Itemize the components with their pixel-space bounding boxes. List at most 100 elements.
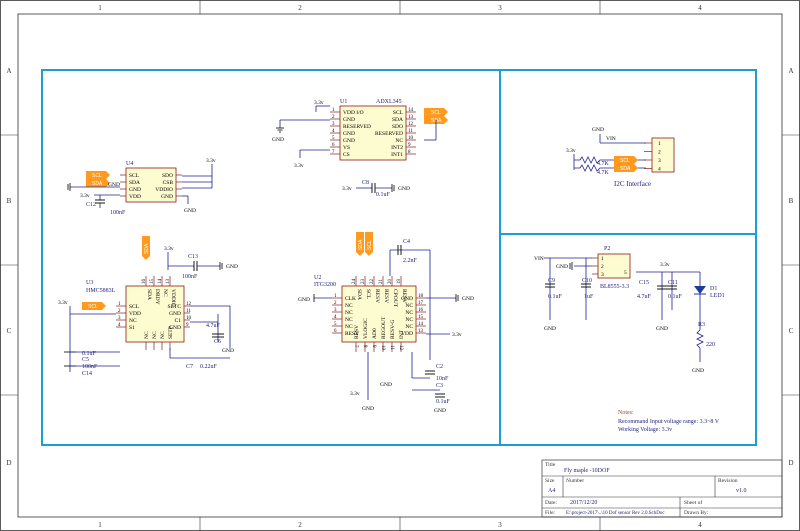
svg-text:SCL: SCL	[129, 304, 140, 310]
svg-text:15: 15	[418, 315, 424, 320]
svg-text:C9: C9	[548, 278, 555, 284]
svg-text:3.3v: 3.3v	[350, 391, 360, 397]
svg-text:3.3v: 3.3v	[660, 262, 670, 268]
pin-scl: SCL	[120, 173, 140, 179]
u3-scl-tag	[82, 302, 106, 310]
svg-text:0.1uF: 0.1uF	[668, 294, 683, 300]
svg-text:NC: NC	[395, 138, 403, 144]
p2-pin-3: 3	[592, 272, 604, 278]
pin-cs: CS7	[330, 150, 350, 158]
pin-vdd: VDD 2	[116, 309, 141, 317]
p2-regulator: P2 BL8555-3.3 123 5	[592, 246, 631, 290]
svg-text:VIN: VIN	[606, 136, 616, 142]
svg-text:RESV: RESV	[345, 331, 359, 337]
u1-scl-tag	[424, 108, 448, 116]
svg-text:3.3v: 3.3v	[452, 332, 462, 338]
pin-gnd: GND	[161, 194, 182, 200]
svg-text:Size: Size	[545, 478, 555, 484]
svg-text:SETC: SETC	[168, 304, 182, 310]
svg-text:VDD: VDD	[129, 311, 141, 317]
svg-text:2.2nF: 2.2nF	[403, 258, 418, 264]
svg-text:v1.0: v1.0	[736, 488, 747, 494]
svg-text:6: 6	[334, 329, 337, 334]
svg-text:C14: C14	[82, 371, 92, 377]
svg-text:RESV: RESV	[374, 289, 380, 303]
svg-text:4.7K: 4.7K	[597, 161, 610, 167]
svg-text:Notes:: Notes:	[618, 410, 634, 416]
svg-text:RESV: RESV	[401, 289, 407, 303]
svg-text:C8: C8	[362, 180, 369, 186]
svg-text:RESV-G: RESV-G	[390, 320, 396, 339]
svg-text:SCL: SCL	[393, 110, 404, 116]
svg-text:C5: C5	[82, 357, 89, 363]
svg-text:SDA: SDA	[358, 239, 364, 250]
svg-text:File:: File:	[545, 510, 556, 516]
pin-vdd-i-o: VDD I/O1	[330, 108, 364, 116]
svg-text:GND: GND	[161, 194, 173, 200]
svg-text:NC: NC	[345, 303, 353, 309]
svg-text:100nF: 100nF	[182, 274, 198, 280]
svg-text:NC: NC	[405, 310, 413, 316]
svg-text:RESERVED: RESERVED	[375, 131, 403, 137]
svg-text:C2: C2	[436, 364, 443, 370]
svg-text:SDO: SDO	[392, 124, 403, 130]
svg-text:GND: GND	[108, 182, 120, 188]
svg-text:SCL: SCL	[92, 173, 102, 179]
svg-text:SDO: SDO	[162, 173, 173, 179]
svg-text:11: 11	[186, 309, 191, 314]
svg-text:14: 14	[418, 322, 424, 327]
svg-text:2: 2	[334, 301, 337, 306]
u1-adxl345: U1 ADXL345 VDD I/O1GND2RESERVED3GND4GND5…	[330, 99, 416, 161]
pin-csb: CSB	[163, 180, 182, 186]
svg-text:GND: GND	[226, 264, 238, 270]
svg-text:VDD I/O: VDD I/O	[343, 110, 364, 116]
svg-text:SCL: SCL	[431, 110, 441, 116]
svg-text:NC: NC	[152, 331, 158, 339]
svg-text:17: 17	[418, 301, 424, 306]
svg-text:22: 22	[370, 279, 375, 285]
svg-text:13: 13	[418, 329, 424, 334]
pin-nc: NC	[152, 331, 158, 350]
svg-text:2: 2	[118, 309, 121, 314]
svg-text:GND: GND	[398, 186, 410, 192]
svg-text:NC: NC	[162, 289, 168, 297]
svg-text:RESV: RESV	[354, 325, 360, 339]
svg-text:CLK: CLK	[345, 296, 356, 302]
svg-text:10nF: 10nF	[436, 376, 449, 382]
svg-text:8: 8	[362, 345, 367, 348]
svg-text:GND: GND	[362, 406, 374, 412]
pin-resv: RESV 6	[332, 329, 359, 337]
svg-text:3.3v: 3.3v	[342, 186, 352, 192]
svg-text:GND: GND	[380, 382, 392, 388]
d1-led: D1 LED1 R3 220 GND	[692, 272, 725, 374]
svg-text:16: 16	[142, 279, 147, 285]
pin-nc: NC3	[332, 308, 353, 316]
svg-text:I2C Interface: I2C Interface	[614, 180, 651, 188]
svg-text:E:\project-2017\..\10 Dof sens: E:\project-2017\..\10 Dof sensor Rev 2.0…	[566, 511, 665, 516]
svg-text:10: 10	[380, 345, 385, 351]
svg-text:5: 5	[332, 136, 335, 141]
u2-sda-tag	[356, 232, 364, 256]
pin-setp: SETP	[168, 326, 174, 350]
